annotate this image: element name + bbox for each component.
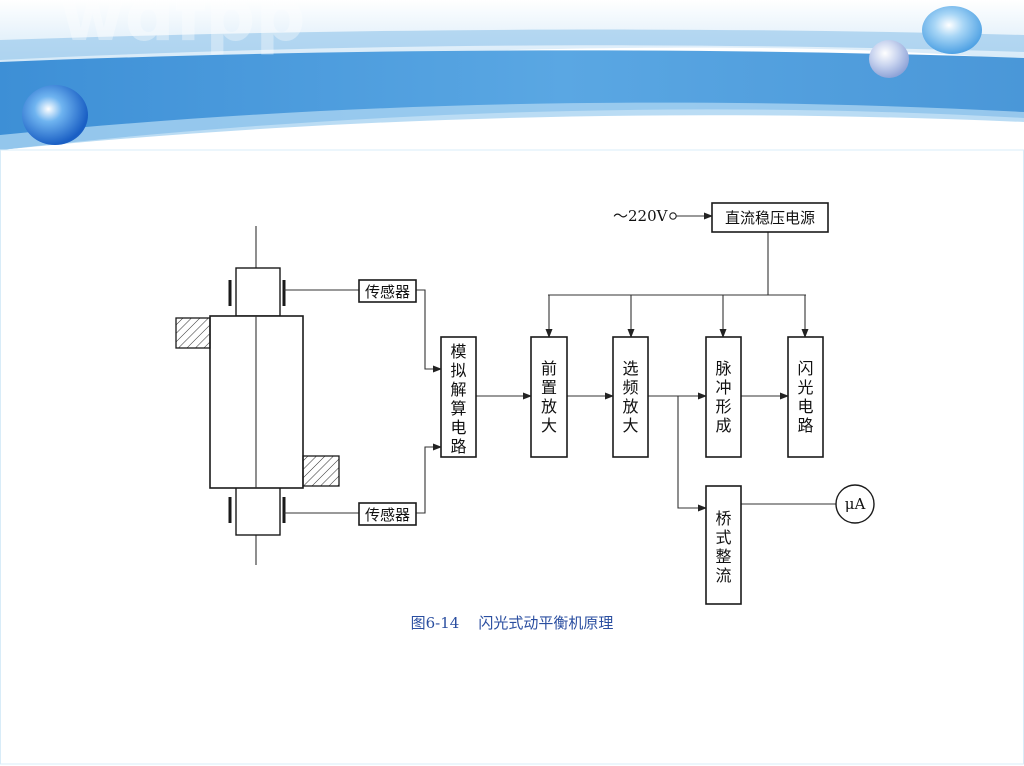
- unbalance-mass-left: [175, 317, 211, 349]
- watermark: wdfpp: [60, 0, 305, 57]
- sensor-top-block: 传感器: [358, 279, 417, 303]
- sensor-top-label: 传感器: [365, 283, 410, 301]
- preamp-block: 前置放大: [530, 336, 568, 458]
- microammeter-label: μA: [845, 495, 866, 513]
- connection-lines: [284, 212, 836, 514]
- sensor-bottom-label: 传感器: [365, 506, 410, 524]
- dc-power-supply-label: 直流稳压电源: [725, 209, 815, 227]
- flash-circuit-block: 闪光电路: [787, 336, 824, 458]
- figure-number: 图6-14: [410, 614, 460, 632]
- analog-solver-label: 模拟解算电路: [450, 342, 466, 456]
- analog-solver-block: 模拟解算电路: [440, 336, 477, 458]
- lower-bearing: [235, 486, 281, 536]
- upper-bearing: [235, 267, 281, 317]
- pulse-shaping-block: 脉冲形成: [705, 336, 742, 458]
- figure-title: 闪光式动平衡机原理: [478, 614, 614, 632]
- preamp-label: 前置放大: [541, 359, 557, 435]
- sensor-bottom-block: 传感器: [358, 502, 417, 526]
- dc-power-supply-block: 直流稳压电源: [711, 202, 829, 233]
- sphere-decoration: [869, 40, 909, 78]
- sphere-decoration: [922, 6, 982, 54]
- freq-select-amp-label: 选频放大: [622, 359, 638, 435]
- bridge-rectifier-block: 桥式整流: [705, 485, 742, 605]
- pulse-shaping-label: 脉冲形成: [715, 359, 731, 435]
- bridge-rectifier-label: 桥式整流: [715, 509, 731, 585]
- figure-caption: 图6-14 闪光式动平衡机原理: [0, 612, 1024, 633]
- microammeter: μA: [835, 484, 875, 524]
- sphere-decoration: [22, 85, 88, 145]
- power-input-label: ～220V: [613, 207, 669, 225]
- unbalance-mass-right: [302, 455, 340, 487]
- freq-select-amp-block: 选频放大: [612, 336, 649, 458]
- flash-circuit-label: 闪光电路: [797, 359, 813, 435]
- rotor-assembly: [175, 226, 340, 565]
